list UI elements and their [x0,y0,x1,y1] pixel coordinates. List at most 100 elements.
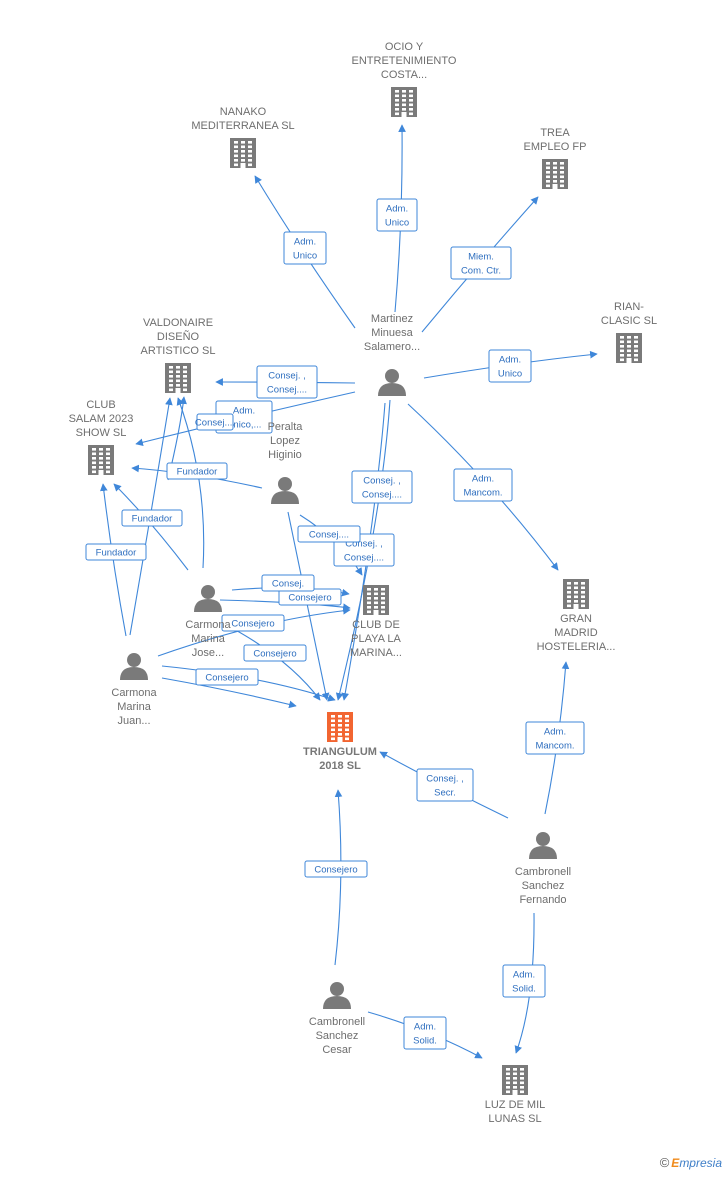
relation-edge [176,397,205,569]
node-label-line: CLASIC SL [601,315,657,327]
relation-label-text: Adm. [294,237,316,248]
building-icon [563,579,589,609]
relation-label-text: Consejero [231,619,274,630]
node-label-line: DISEÑO [157,330,200,343]
company-node[interactable]: GRANMADRIDHOSTELERIA... [537,579,616,653]
relation-label-text: Consej.... [362,490,402,501]
node-label-line: Marina [191,633,226,645]
relation-label[interactable]: Fundador [85,543,147,561]
person-node[interactable]: CarmonaMarinaJuan... [111,653,157,727]
relation-label-text: Mancom. [535,741,574,752]
relation-label[interactable]: Adm.Solid. [502,964,546,998]
relation-label[interactable]: Consejero [304,860,368,878]
node-label-line: TREA [540,127,570,139]
relation-label-text: Consej.... [344,553,384,564]
relation-label[interactable]: Adm.Unico [283,231,327,265]
relation-label[interactable]: Miem.Com. Ctr. [450,246,512,280]
person-node[interactable]: MartinezMinuesaSalamero... [364,313,420,396]
relation-label-box [256,365,318,399]
node-label-line: ARTISTICO SL [141,345,216,357]
node-label-line: Martinez [371,313,413,325]
relation-label[interactable]: Consej. ,Consej.... [256,365,318,399]
relation-label[interactable]: Adm.Solid. [403,1016,447,1050]
node-label-line: Higinio [268,449,302,461]
relation-label[interactable]: Fundador [166,462,228,480]
relation-label-box [403,1016,447,1050]
node-label-line: Carmona [185,619,231,631]
relation-label-box [351,470,413,504]
relation-label-box [416,768,474,802]
relation-label-text: Adm. [499,355,521,366]
relation-label-box [221,614,285,632]
relation-label-text: Fundador [132,514,173,525]
relation-label-box [85,543,147,561]
relation-label[interactable]: Consej.... [297,525,361,543]
relation-label-text: Solid. [413,1036,437,1047]
relation-label[interactable]: Fundador [121,509,183,527]
relation-label-box [376,198,418,232]
relation-edge [334,789,343,966]
company-node[interactable]: OCIO YENTRETENIMIENTOCOSTA... [352,41,457,117]
relation-label-text: Consejero [314,865,357,876]
relation-label[interactable]: Consej. ,Consej.... [351,470,413,504]
person-icon [120,653,148,680]
relation-label-box [297,525,361,543]
company-node[interactable]: RIAN-CLASIC SL [601,301,657,363]
person-icon [323,982,351,1009]
node-label-line: CLUB DE [352,619,400,631]
relation-label-text: Adm. [233,406,255,417]
building-icon [88,445,114,475]
node-label-line: Minuesa [371,327,413,339]
person-node[interactable]: CarmonaMarinaJose... [185,585,231,659]
relation-label-box [261,574,315,592]
relation-label[interactable]: Consej. ,Secr. [416,768,474,802]
relation-label[interactable]: Consej.... [195,413,235,431]
relation-label[interactable]: Consejero [243,644,307,662]
relation-label[interactable]: Consejero [221,614,285,632]
node-label-line: Sanchez [522,880,565,892]
relation-label-box [121,509,183,527]
node-label-line: GRAN [560,613,592,625]
node-label-line: Juan... [117,715,150,727]
building-icon [327,712,353,742]
relation-label-box [196,413,234,431]
relation-label[interactable]: Adm.Unico [488,349,532,383]
relation-label[interactable]: Consej. [261,574,315,592]
relation-label-text: Unico,... [227,420,262,431]
relation-label-box [453,468,513,502]
person-icon [271,477,299,504]
node-label-line: MARINA... [350,647,402,659]
building-icon [230,138,256,168]
node-label-line: COSTA... [381,69,427,81]
relation-label[interactable]: Adm.Mancom. [525,721,585,755]
relation-label-text: Adm. [386,204,408,215]
relation-label-text: Consejero [288,593,331,604]
node-label-line: MADRID [554,627,597,639]
relation-label-text: Adm. [513,970,535,981]
relation-edge [161,677,297,709]
relation-label[interactable]: Adm.Unico [376,198,418,232]
copyright-symbol: © [659,1155,670,1170]
relation-label[interactable]: Adm.Mancom. [453,468,513,502]
node-label-line: Sanchez [316,1030,359,1042]
relation-label-text: Consej. , [345,539,383,550]
person-icon [378,369,406,396]
relation-label-text: Mancom. [463,488,502,499]
copyright-notice: ©Empresia [660,1155,722,1170]
node-label-line: Cesar [322,1044,352,1056]
relation-label-text: Fundador [96,548,137,559]
brand-name: mpresia [679,1156,722,1170]
relation-label[interactable]: Consejero [195,668,259,686]
relation-label-text: Consej. , [426,774,464,785]
